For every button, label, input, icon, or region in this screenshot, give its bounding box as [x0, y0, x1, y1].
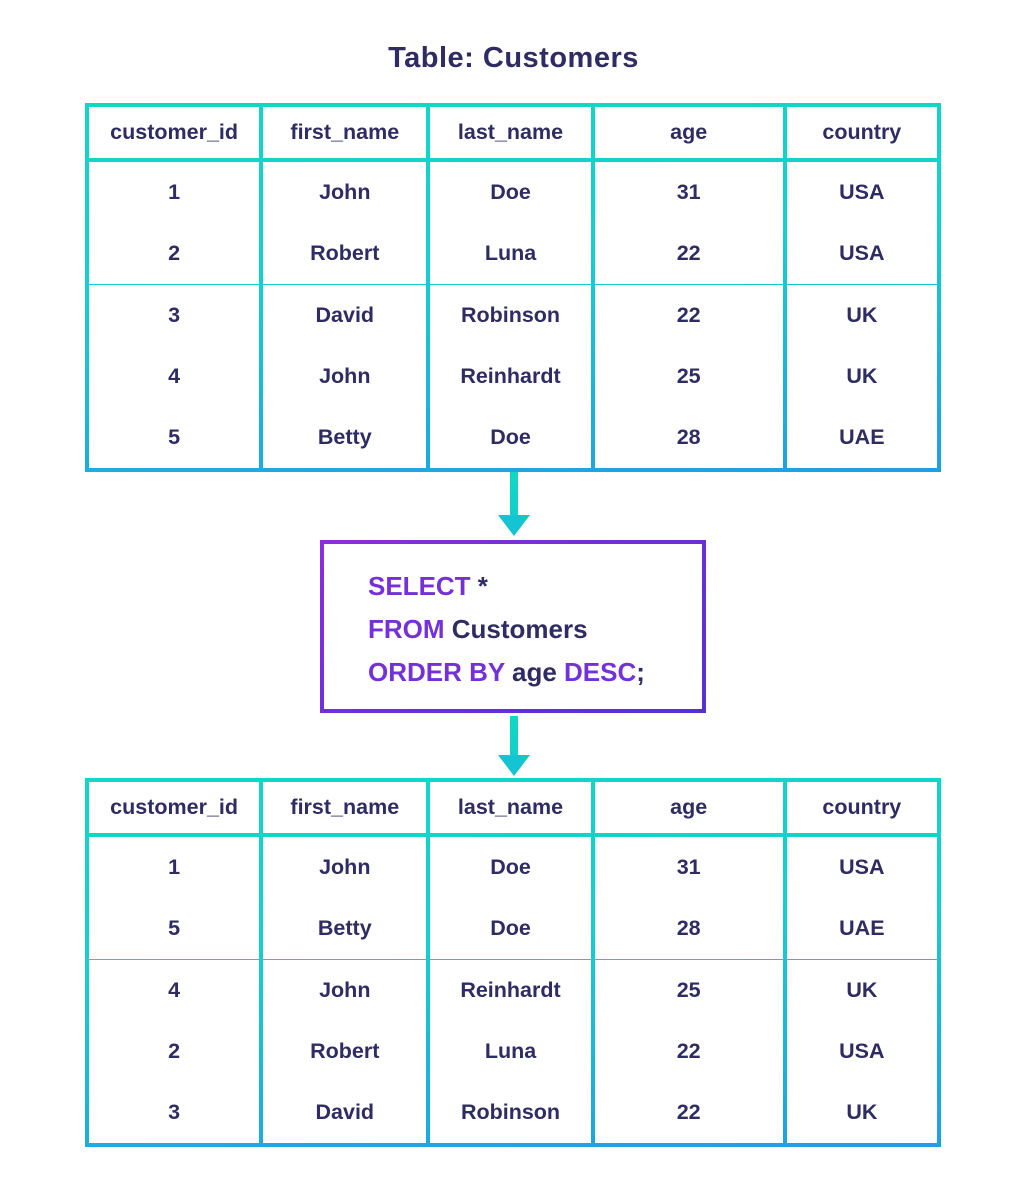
sql-text: Customers	[444, 614, 588, 644]
source-cell: Reinhardt	[430, 345, 591, 407]
sql-line-orderby: ORDER BY age DESC;	[368, 651, 702, 694]
result-cell: 31	[594, 837, 783, 899]
source-header-age: age	[594, 107, 783, 158]
result-cell: UK	[786, 959, 937, 1021]
source-cell: Betty	[263, 406, 427, 468]
sql-line-from: FROM Customers	[368, 608, 702, 651]
source-cell: UAE	[786, 406, 937, 468]
result-header-last-name: last_name	[430, 782, 591, 833]
source-cell: Robinson	[430, 284, 591, 346]
result-header-age: age	[594, 782, 783, 833]
arrow-down-icon	[497, 716, 530, 776]
arrow-stem	[509, 472, 518, 515]
source-cell: John	[263, 162, 427, 224]
result-cell: Betty	[263, 898, 427, 960]
result-cell: 5	[89, 898, 260, 960]
sql-keyword: SELECT	[368, 571, 471, 601]
result-cell: 1	[89, 837, 260, 899]
result-cell: UK	[786, 1081, 937, 1143]
arrow-down-icon	[497, 472, 530, 536]
arrow-head	[497, 515, 530, 536]
source-cell: 4	[89, 345, 260, 407]
result-cell: Robinson	[430, 1081, 591, 1143]
source-cell: 22	[594, 284, 783, 346]
result-cell: 25	[594, 959, 783, 1021]
diagram-title: Table: Customers	[388, 42, 639, 74]
result-cell: Reinhardt	[430, 959, 591, 1021]
source-cell: UK	[786, 284, 937, 346]
result-cell: Doe	[430, 898, 591, 960]
result-cell: David	[263, 1081, 427, 1143]
result-cell: USA	[786, 837, 937, 899]
result-cell: John	[263, 959, 427, 1021]
source-cell: Doe	[430, 406, 591, 468]
source-cell: UK	[786, 345, 937, 407]
arrow-stem	[509, 716, 518, 755]
source-header-country: country	[786, 107, 937, 158]
sql-keyword: ORDER BY	[368, 657, 505, 687]
result-header-customer-id: customer_id	[89, 782, 260, 833]
source-header-first-name: first_name	[263, 107, 427, 158]
source-cell: Doe	[430, 162, 591, 224]
source-table: customer_id first_name last_name age cou…	[85, 103, 941, 472]
sql-text: age	[504, 657, 565, 687]
result-cell: 22	[594, 1081, 783, 1143]
result-cell: Luna	[430, 1020, 591, 1082]
result-cell: Robert	[263, 1020, 427, 1082]
sql-text: *	[470, 571, 488, 601]
source-cell: John	[263, 345, 427, 407]
source-cell: 31	[594, 162, 783, 224]
source-cell: Luna	[430, 223, 591, 285]
result-cell: John	[263, 837, 427, 899]
source-cell: 22	[594, 223, 783, 285]
source-cell: 28	[594, 406, 783, 468]
result-cell: 3	[89, 1081, 260, 1143]
source-cell: 25	[594, 345, 783, 407]
sql-keyword: FROM	[368, 614, 445, 644]
source-cell: 3	[89, 284, 260, 346]
result-cell: 28	[594, 898, 783, 960]
source-cell: Robert	[263, 223, 427, 285]
sql-query-box: SELECT * FROM Customers ORDER BY age DES…	[320, 540, 706, 713]
result-cell: Doe	[430, 837, 591, 899]
result-header-country: country	[786, 782, 937, 833]
result-header-first-name: first_name	[263, 782, 427, 833]
arrow-head	[497, 755, 530, 776]
source-cell: USA	[786, 223, 937, 285]
result-cell: USA	[786, 1020, 937, 1082]
sql-text: ;	[636, 657, 645, 687]
result-cell: 2	[89, 1020, 260, 1082]
source-cell: USA	[786, 162, 937, 224]
source-cell: 1	[89, 162, 260, 224]
source-header-customer-id: customer_id	[89, 107, 260, 158]
source-header-last-name: last_name	[430, 107, 591, 158]
source-cell: David	[263, 284, 427, 346]
source-cell: 5	[89, 406, 260, 468]
source-cell: 2	[89, 223, 260, 285]
result-cell: 4	[89, 959, 260, 1021]
sql-line-select: SELECT *	[368, 565, 702, 608]
result-table: customer_id first_name last_name age cou…	[85, 778, 941, 1147]
result-cell: UAE	[786, 898, 937, 960]
sql-keyword: DESC	[564, 657, 637, 687]
result-cell: 22	[594, 1020, 783, 1082]
